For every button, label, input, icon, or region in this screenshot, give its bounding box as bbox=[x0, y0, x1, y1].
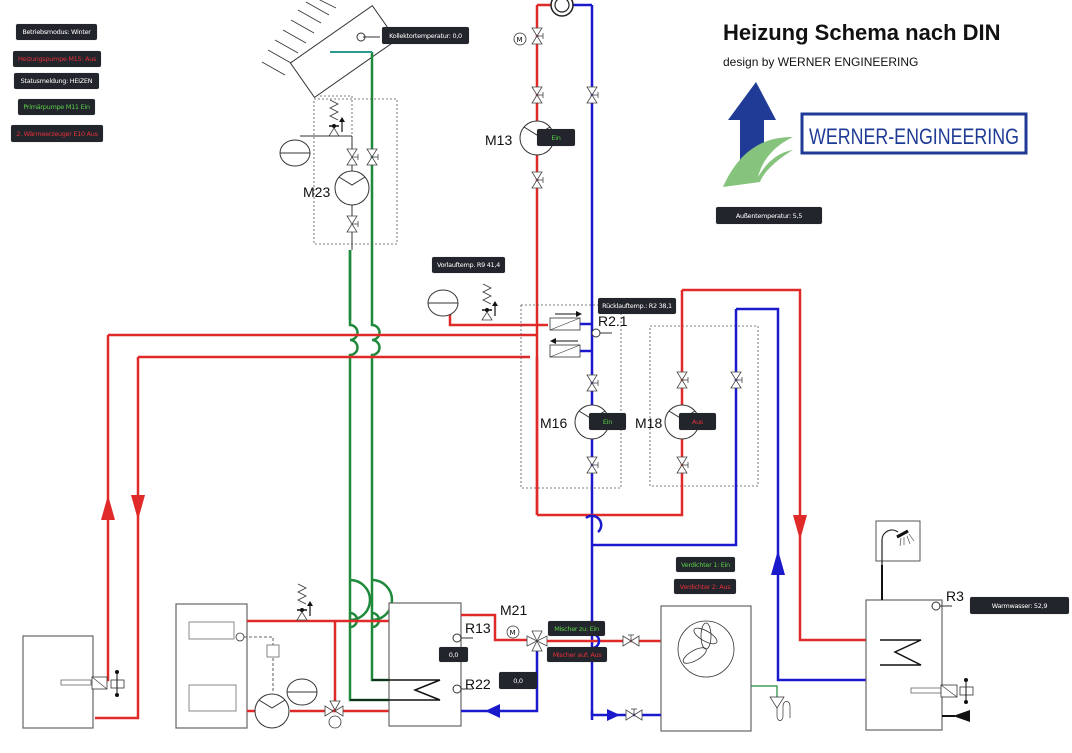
pump-m18-state: Aus bbox=[679, 413, 716, 430]
pump-m23[interactable] bbox=[334, 170, 370, 206]
flow-arrow-down-dhw bbox=[793, 515, 807, 540]
sensor-r22-label: R22 bbox=[465, 676, 491, 692]
pump-m13-state: Ein bbox=[537, 129, 575, 146]
drain-siphon-icon bbox=[769, 696, 791, 721]
solar-station-frame bbox=[313, 98, 398, 245]
flow-arrow-down bbox=[131, 495, 145, 520]
mixer-m21-label: M21 bbox=[500, 602, 527, 618]
pump-m16-label: M16 bbox=[540, 415, 567, 431]
badge-waermeerzeuger: 2. Wärmeerzeuger E10 Aus bbox=[11, 125, 103, 142]
readout-warmwasser: Warmwasser: 52,9 bbox=[970, 597, 1069, 614]
page-subtitle: design by WERNER ENGINEERING bbox=[723, 55, 919, 69]
pump-m13-label: M13 bbox=[485, 132, 512, 148]
pump-m23-label: M23 bbox=[303, 184, 330, 200]
pump-m18-label: M18 bbox=[635, 415, 662, 431]
sensor-r13-label: R13 bbox=[465, 620, 491, 636]
three-way-valve bbox=[324, 700, 344, 729]
werner-engineering-logo: WERNER-ENGINEERING bbox=[723, 82, 1028, 187]
logo-text: WERNER-ENGINEERING bbox=[809, 124, 1019, 149]
readout-kollektortemperatur: Kollektortemperatur: 0,0 bbox=[382, 27, 469, 44]
svg-text:M: M bbox=[510, 629, 516, 637]
mixer-zu-state: Mischer zu: Ein bbox=[548, 621, 605, 636]
shower-icon bbox=[875, 520, 921, 562]
sensor-r3-label: R3 bbox=[946, 588, 964, 604]
sensor-r2-1-label: R2.1 bbox=[598, 313, 628, 329]
fan-icon bbox=[677, 620, 735, 678]
flow-arrow-up-dhw bbox=[771, 550, 785, 575]
mixer-auf-state: Mischer auf: Aus bbox=[547, 647, 607, 662]
readout-r13: 0,0 bbox=[439, 647, 468, 662]
compressor-2-state: Verdichter 2: Aus bbox=[674, 579, 736, 594]
badge-heizungspumpe: Heizungspumpe M15: Aus bbox=[13, 51, 101, 67]
readout-r22: 0,0 bbox=[499, 672, 537, 689]
badge-statusmeldung: Statusmeldung: HEIZEN bbox=[14, 73, 99, 89]
buffer-tank bbox=[388, 602, 462, 727]
badge-primaerpumpe: Primärpumpe M11 Ein bbox=[18, 99, 95, 115]
svg-text:M: M bbox=[517, 36, 523, 44]
cold-water-inlet-icon bbox=[953, 710, 970, 722]
radiator-icon bbox=[550, 0, 574, 17]
flow-arrow-up bbox=[101, 495, 115, 520]
readout-vorlauftemp: Vorlauftemp. R9 41,4 bbox=[432, 257, 505, 273]
mixing-valve[interactable] bbox=[526, 630, 548, 652]
motor-valve-icon bbox=[513, 32, 527, 46]
pump-m16-state: Ein bbox=[589, 413, 626, 430]
compressor-1-state: Verdichter 1: Ein bbox=[676, 557, 735, 572]
solar-collector bbox=[261, 0, 398, 99]
readout-ruecklauftemp: Rücklauftemp.: R2 38,1 bbox=[598, 298, 676, 314]
page-title: Heizung Schema nach DIN bbox=[723, 20, 1001, 45]
readout-aussentemperatur: Außentemperatur: 5,5 bbox=[716, 207, 822, 224]
badge-betriebsmodus: Betriebsmodus: Winter bbox=[16, 24, 97, 40]
